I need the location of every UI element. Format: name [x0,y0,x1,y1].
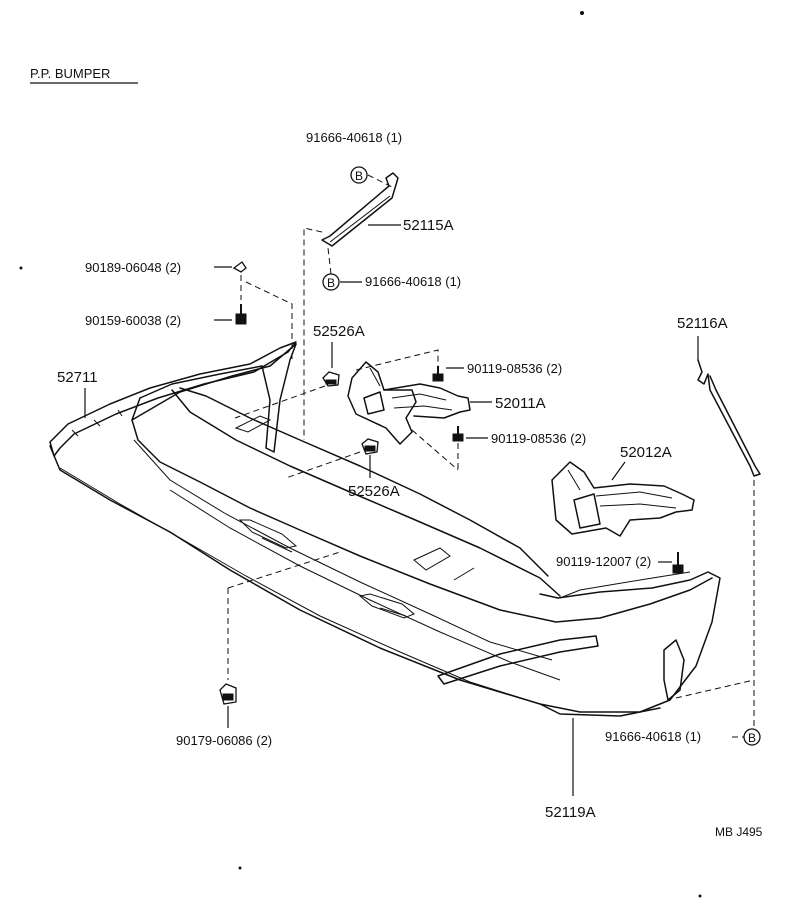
speck-mark [580,11,584,15]
speck-mark [698,894,702,898]
dash-bracket-left [355,349,459,471]
dash-top-bolt [367,174,393,188]
bolt-marker-top: B [350,166,368,184]
label-clip-52526A-bottom: 52526A [348,483,400,500]
cover-52711 [49,341,297,457]
screw-90159 [235,304,247,325]
diagram-title: P.P. BUMPER [30,66,110,81]
label-clip-90189: 90189-06048 (2) [85,260,181,275]
svg-text:B: B [748,731,756,745]
clip-90189 [232,261,247,273]
dash-nut-90179 [227,551,341,680]
svg-text:B: B [355,169,363,183]
bolt-marker-mid: B [322,273,340,291]
label-bolt-b-bottom: 91666-40618 (1) [605,729,701,744]
label-bolt-b-mid: 91666-40618 (1) [365,274,461,289]
dash-clip-top [234,385,326,419]
bolt-90119-c [672,552,684,574]
dash-mid-bolt [327,247,332,275]
label-bracket-52012A: 52012A [620,444,672,461]
bolt-marker-bottom: B [743,728,761,746]
label-clip-52526A-top: 52526A [313,323,365,340]
label-screw-90159: 90159-60038 (2) [85,313,181,328]
drawing-code: MB J495 [715,825,763,839]
bolt-90119-a [432,366,444,382]
label-stay-52116A: 52116A [677,315,728,332]
label-cover-52711: 52711 [57,369,98,386]
clip-52526A-bottom [361,438,379,455]
speck-mark [238,866,242,870]
bracket-52012A [551,461,695,537]
nut-90179 [219,683,237,705]
stay-52115A [321,172,399,247]
dash-right-bottom [675,679,755,699]
speck-mark [19,266,23,270]
svg-text:B: B [327,276,335,290]
dash-left-clip [240,275,293,360]
bracket-52011A [347,361,471,445]
label-nut-90179: 90179-06086 (2) [176,733,272,748]
label-bolt-90119-b: 90119-08536 (2) [491,431,586,446]
dash-clip-bottom [285,451,361,479]
label-bolt-90119-a: 90119-08536 (2) [467,361,562,376]
label-bolt-b-top: 91666-40618 (1) [306,130,402,145]
label-bumper-52119A: 52119A [545,804,596,821]
label-bolt-90119-c: 90119-12007 (2) [556,554,651,569]
stay-52116A [697,359,761,477]
clip-52526A-top [322,371,340,387]
label-bracket-52011A: 52011A [495,395,546,412]
label-stay-52115A: 52115A [403,217,454,234]
bumper-cover-52119A [49,343,721,717]
leader-bracket-52012A [611,461,626,481]
bolt-90119-b [452,426,464,442]
